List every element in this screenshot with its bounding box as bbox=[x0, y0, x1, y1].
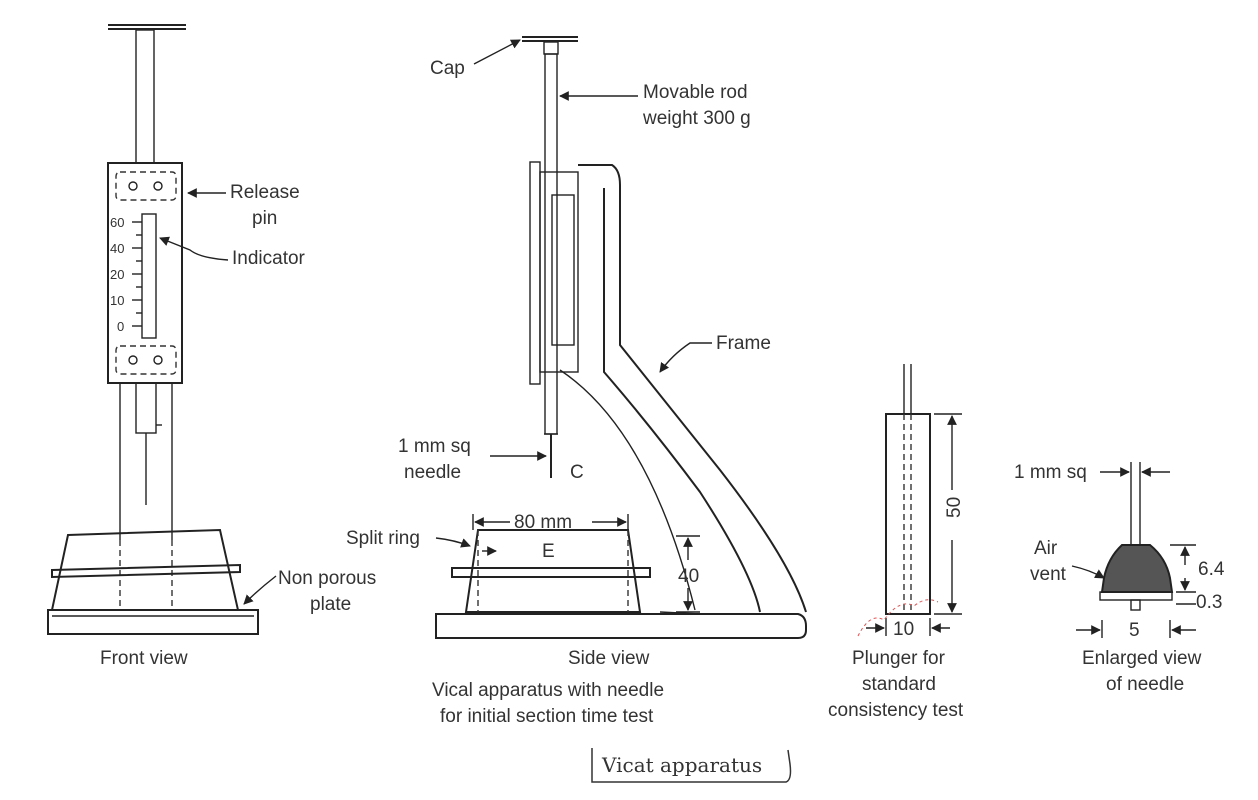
frame-outer bbox=[578, 164, 807, 613]
scale-mark: 60 bbox=[110, 215, 124, 230]
needle-detail-caption: of needle bbox=[1106, 674, 1184, 695]
title-label: Vicat apparatus bbox=[601, 753, 762, 777]
front-view: 60 40 20 10 0 Release pin Indicator Non … bbox=[47, 24, 376, 669]
needle-label: needle bbox=[404, 462, 461, 483]
needle-detail-caption: Enlarged view bbox=[1082, 648, 1202, 669]
cap-label: Cap bbox=[430, 58, 465, 79]
indicator-label: Indicator bbox=[232, 248, 306, 269]
front-base-plate bbox=[47, 609, 259, 635]
release-pin-label: Release bbox=[230, 182, 300, 203]
movable-rod-label: weight 300 g bbox=[642, 108, 751, 129]
front-rod bbox=[135, 29, 155, 166]
scale-mark: 20 bbox=[110, 267, 124, 282]
air-vent-label: Air bbox=[1034, 538, 1058, 559]
dim-40-label: 40 bbox=[678, 566, 699, 587]
title-box: Vicat apparatus bbox=[591, 748, 792, 783]
dim-10-label: 10 bbox=[893, 619, 914, 640]
movable-rod bbox=[544, 53, 558, 435]
side-split-ring bbox=[451, 567, 651, 578]
plunger-caption: consistency test bbox=[828, 700, 964, 721]
release-pin-label: pin bbox=[252, 208, 277, 229]
dim-50-label: 50 bbox=[944, 497, 965, 518]
scale-ticks bbox=[132, 221, 142, 327]
point-c-label: C bbox=[570, 462, 584, 483]
plunger-caption: standard bbox=[862, 674, 936, 695]
plunger-caption: Plunger for bbox=[852, 648, 946, 669]
needle-detail-view: 1 mm sq Air vent 6.4 0.3 5 Enlarged view… bbox=[1014, 462, 1225, 695]
dim-0-3-label: 0.3 bbox=[1196, 592, 1222, 613]
front-lower-rod bbox=[135, 382, 157, 434]
dim-80mm-label: 80 mm bbox=[514, 512, 572, 533]
dim-6-4-label: 6.4 bbox=[1198, 559, 1225, 580]
side-view-subcaption: for initial section time test bbox=[440, 706, 654, 727]
side-view: Cap Movable rod weight 300 g Frame 1 mm … bbox=[346, 36, 807, 727]
release-pin-top bbox=[115, 171, 177, 201]
frame-label: Frame bbox=[716, 333, 771, 354]
scale-mark: 40 bbox=[110, 241, 124, 256]
side-view-subcaption: Vical apparatus with needle bbox=[432, 680, 664, 701]
air-vent-label: vent bbox=[1030, 564, 1067, 585]
split-ring-label: Split ring bbox=[346, 528, 420, 549]
plunger-body bbox=[885, 413, 931, 615]
side-base bbox=[435, 613, 807, 639]
needle-base bbox=[1099, 591, 1173, 601]
movable-rod-label: Movable rod bbox=[643, 82, 748, 103]
indicator-slot bbox=[141, 213, 157, 339]
scale-mark: 0 bbox=[117, 319, 124, 334]
non-porous-plate-label: plate bbox=[310, 594, 351, 615]
needle-label: 1 mm sq bbox=[398, 436, 471, 457]
red-scribble bbox=[857, 599, 939, 637]
plunger-view: 50 10 Plunger for standard consistency t… bbox=[828, 364, 965, 721]
point-e-label: E bbox=[542, 541, 555, 562]
side-view-caption: Side view bbox=[568, 648, 650, 669]
non-porous-plate-label: Non porous bbox=[278, 568, 376, 589]
frame-inner bbox=[603, 188, 761, 613]
side-mould bbox=[464, 529, 642, 613]
release-pin-bottom bbox=[115, 345, 177, 375]
dim-5-label: 5 bbox=[1129, 620, 1140, 641]
side-bracket bbox=[529, 161, 541, 385]
front-view-caption: Front view bbox=[100, 648, 188, 669]
one-mm-sq-label: 1 mm sq bbox=[1014, 462, 1087, 483]
needle-head bbox=[1100, 544, 1174, 593]
front-split-ring bbox=[51, 563, 241, 579]
scale-mark: 10 bbox=[110, 293, 124, 308]
